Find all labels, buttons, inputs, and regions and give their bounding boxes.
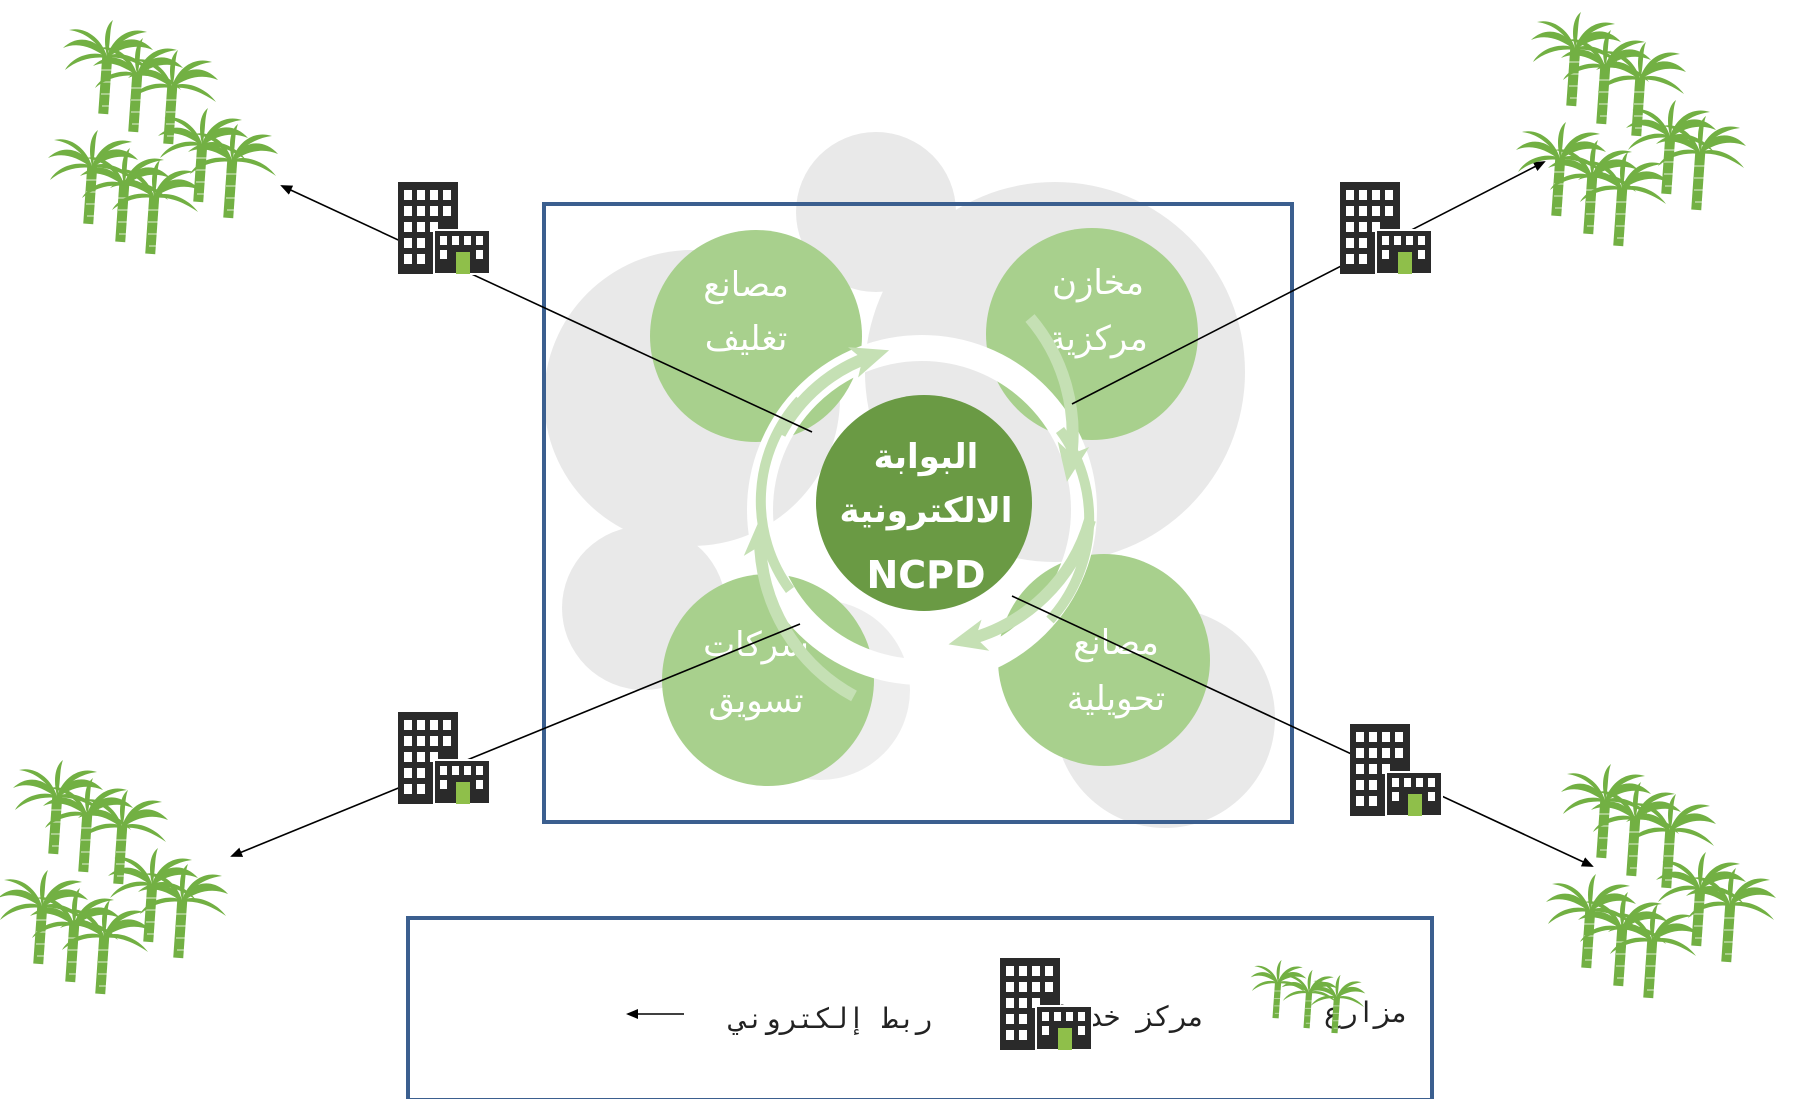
node-packaging-factories: مصانع تغليف — [650, 230, 862, 442]
hub-line3: NCPD — [866, 553, 985, 597]
link-bottom-left — [230, 623, 801, 857]
hub-electronic-portal: البوابة الالكترونية NCPD — [816, 395, 1032, 611]
building-icon — [397, 711, 491, 805]
palm-tree-cluster-icon — [1546, 764, 1776, 998]
hub-line1: البوابة — [874, 437, 979, 477]
node-processing-factories: مصانع تحويلية — [998, 554, 1210, 766]
building-icon — [1339, 181, 1433, 275]
node-packaging-line1: مصانع — [703, 265, 789, 305]
connector-lines — [230, 161, 1594, 867]
building-icon — [1349, 723, 1443, 817]
cycle-ring — [743, 314, 1097, 702]
palm-tree-cluster-icon — [48, 20, 278, 254]
node-processing-line1: مصانع — [1073, 623, 1159, 663]
main-frame — [542, 202, 1294, 824]
node-warehouses-line2: مركزية — [1048, 319, 1148, 359]
hub-line2: الالكترونية — [840, 491, 1013, 531]
palm-tree-cluster-icon — [0, 760, 228, 994]
cycle-arrow-bottom — [948, 518, 1096, 651]
building-icon — [397, 181, 491, 275]
node-warehouses-line1: مخازن — [1052, 263, 1144, 303]
node-packaging-line2: تغليف — [705, 319, 788, 359]
palm-tree-cluster-icon — [1516, 12, 1746, 246]
link-top-left — [280, 185, 813, 433]
node-central-warehouses: مخازن مركزية — [986, 228, 1198, 440]
legend-e-link-label: ربط إلكتروني — [728, 1002, 932, 1035]
legend-frame — [406, 916, 1434, 1099]
link-bottom-right — [1011, 595, 1594, 867]
cycle-inner-right — [1046, 427, 1095, 624]
node-marketing-line2: تسويق — [708, 681, 803, 721]
node-processing-line2: تحويلية — [1067, 679, 1165, 719]
legend: مزارع مركز خدمات ربط إلكتروني — [406, 916, 1434, 1099]
cycle-inner-left — [755, 396, 804, 593]
cycle-arrow-left — [743, 518, 857, 702]
link-top-right — [1071, 161, 1546, 405]
